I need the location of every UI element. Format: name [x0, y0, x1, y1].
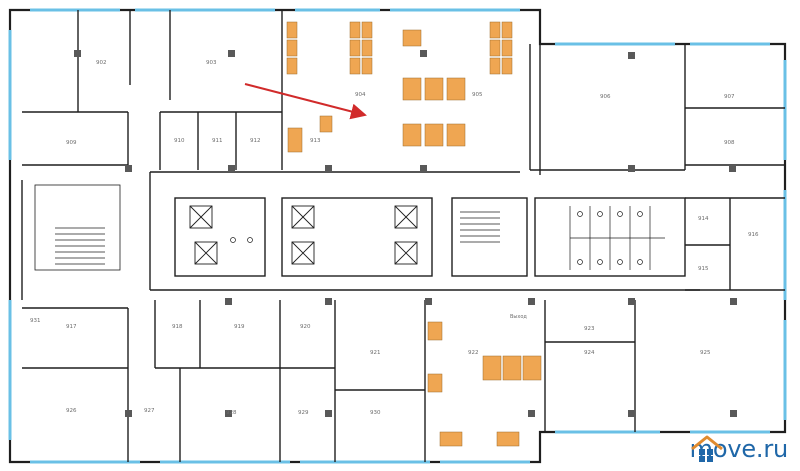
room-label: 922: [468, 350, 479, 356]
room-label: 925: [700, 350, 711, 356]
room-label: 919: [234, 324, 245, 330]
room-label: 906: [600, 94, 611, 100]
staircase-right: [460, 211, 500, 243]
room-label: 930: [370, 410, 381, 416]
room-label: 913: [310, 138, 321, 144]
room-label: 921: [370, 350, 381, 356]
windows: [8, 8, 787, 464]
room-label: 910: [174, 138, 185, 144]
house-icon: [690, 435, 723, 462]
desks: [286, 21, 542, 447]
location-arrow: [244, 83, 367, 120]
outer-walls: [8, 8, 787, 464]
room-label: 926: [66, 408, 77, 414]
columns: [74, 50, 737, 417]
interior-walls: [21, 10, 785, 462]
brand-text: move.ru: [689, 435, 789, 463]
room-label: 908: [724, 140, 735, 146]
room-label: 931: [30, 318, 41, 324]
room-label: 911: [212, 138, 223, 144]
room-label: 909: [66, 140, 77, 146]
room-label: 904: [355, 92, 366, 98]
room-label: 918: [172, 324, 183, 330]
room-label: 920: [300, 324, 311, 330]
exit-label: Выход: [510, 314, 527, 320]
room-label: 917: [66, 324, 77, 330]
room-label: 928: [226, 410, 237, 416]
room-label: 915: [698, 266, 709, 272]
room-label: 923: [584, 326, 595, 332]
room-label: 929: [298, 410, 309, 416]
restroom-stalls: [230, 206, 665, 270]
elevators: [189, 205, 418, 265]
room-label: 903: [206, 60, 217, 66]
room-label: 927: [144, 408, 155, 414]
room-label: 912: [250, 138, 261, 144]
room-label: 902: [96, 60, 107, 66]
room-label: 914: [698, 216, 709, 222]
room-label: 905: [472, 92, 483, 98]
room-labels: 902 903 904 905 906 907 908 909 910 911 …: [30, 60, 759, 416]
room-label: 916: [748, 232, 759, 238]
room-label: 907: [724, 94, 735, 100]
brand-logo: move.ru: [689, 435, 789, 463]
room-label: 924: [584, 350, 595, 356]
staircase-left: [34, 184, 121, 271]
